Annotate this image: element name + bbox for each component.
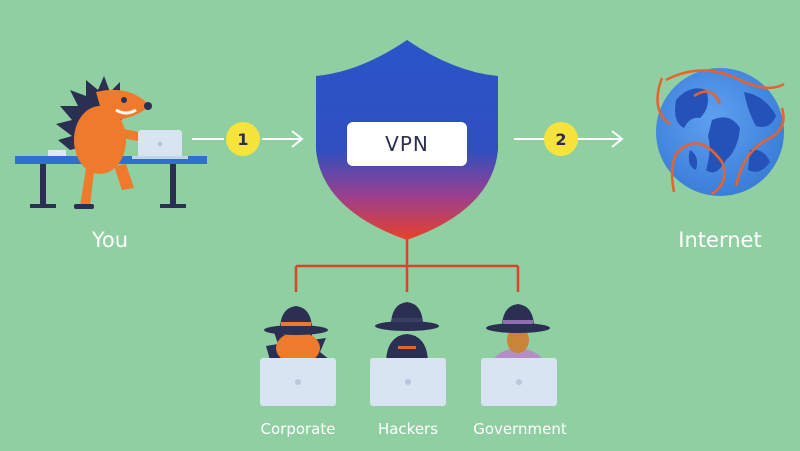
observer-government-figure [481,304,557,406]
step-badge-2: 2 [544,122,578,156]
hat-icon [264,306,328,335]
connector-lines [294,238,520,292]
laptop-icon [132,130,188,159]
hat-icon [375,302,439,331]
hackers-label: Hackers [377,420,439,438]
hedgehog-icon [56,76,153,209]
arrow-2 [514,130,624,148]
arrow-right-icon [611,130,624,148]
laptop-icon [370,358,446,406]
laptop-icon [481,358,557,406]
laptop-icon [260,358,336,406]
arrow-right-icon [291,130,304,148]
hat-icon [486,304,550,333]
corporate-label: Corporate [260,420,336,438]
observer-hackers-figure [370,302,446,406]
step-badge-1: 1 [226,122,260,156]
you-label: You [91,228,129,252]
you-illustration [15,76,207,209]
arrow-1 [192,130,304,148]
observer-corporate-figure [260,306,336,406]
vpn-label: VPN [347,122,467,166]
internet-label: Internet [678,228,762,252]
globe-icon [656,68,785,196]
government-label: Government [473,420,567,438]
